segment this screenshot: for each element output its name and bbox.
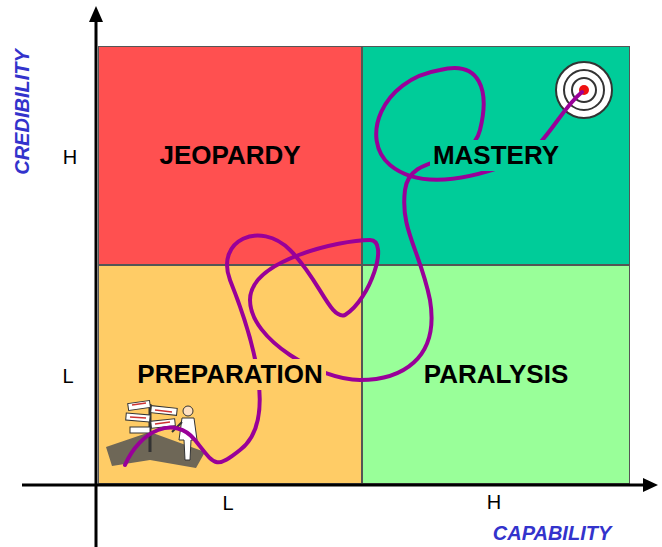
axis-title: CAPABILITY [493,522,612,544]
x-axis-arrow [643,478,658,492]
quadrant-box: JEOPARDY [98,46,362,265]
tick-label: H [487,491,501,513]
quadrant-title: PREPARATION [134,359,325,390]
tick-label: H [63,146,77,168]
y-axis [95,20,98,547]
x-axis [22,484,646,487]
tick-label: L [62,365,73,387]
quadrant-title: MASTERY [430,140,562,171]
quadrant-title: JEOPARDY [156,140,303,171]
quadrant-title: PARALYSIS [421,359,572,390]
tick-label: L [222,492,233,514]
axis-title: CREDIBILITY [11,49,33,175]
y-axis-arrow [89,6,103,22]
journey-path [125,68,582,465]
quadrant-box: PARALYSIS [362,265,630,484]
